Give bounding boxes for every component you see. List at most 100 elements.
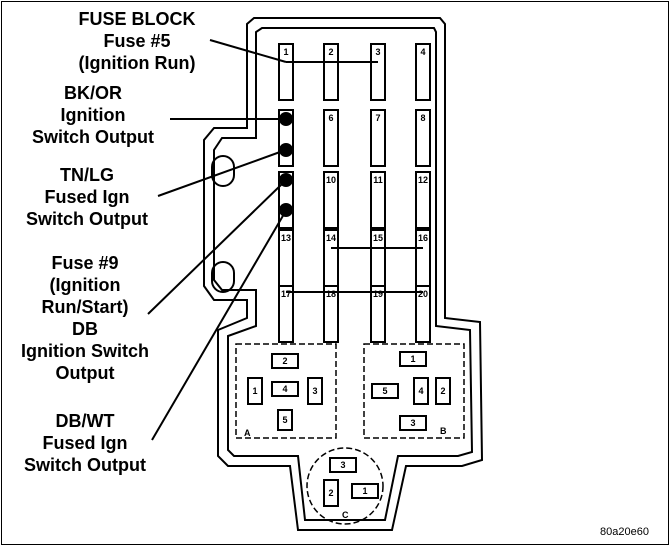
fuse-group: 1234567891011121314151617181920 — [278, 43, 431, 343]
fuse-body — [370, 171, 386, 229]
terminal-pad — [277, 409, 293, 431]
fuse-17: 17 — [278, 285, 294, 343]
fuse-11: 11 — [370, 171, 386, 229]
fuse-body — [278, 43, 294, 101]
fuse-number: 18 — [326, 289, 336, 299]
fuse-13: 13 — [278, 229, 294, 287]
fuse-body — [323, 285, 339, 343]
label-line: TN/LG — [60, 165, 114, 185]
fuse-number: 14 — [326, 233, 336, 243]
fuse-number: 17 — [281, 289, 291, 299]
label-line: Fused Ign — [42, 433, 128, 453]
fuse-number: 8 — [420, 113, 425, 123]
label-line: FUSE BLOCK — [78, 9, 196, 29]
terminal-bkor — [279, 112, 293, 126]
fuse-18: 18 — [323, 285, 339, 343]
terminal-pad — [371, 383, 399, 399]
fuse-2: 2 — [323, 43, 339, 101]
relay-c-letter: C — [342, 510, 349, 520]
fuse-14: 14 — [323, 229, 339, 287]
fuse-body — [323, 109, 339, 167]
fuse-20: 20 — [415, 285, 431, 343]
fuse-number: 16 — [418, 233, 428, 243]
fuse-number: 13 — [281, 233, 291, 243]
fuse-number: 12 — [418, 175, 428, 185]
terminal-number: 5 — [282, 415, 287, 425]
relay-terminal-3: 3 — [329, 457, 357, 473]
label-line: Ignition Switch — [21, 341, 149, 361]
label-line: Fuse #9 — [51, 253, 119, 273]
fuse-body — [370, 43, 386, 101]
fuse-number: 4 — [420, 47, 425, 57]
terminal-number: 3 — [410, 418, 415, 428]
fuse-number: 2 — [328, 47, 333, 57]
terminal-pad — [307, 377, 323, 405]
terminal-fuse9 — [279, 173, 293, 187]
fuse-number: 10 — [326, 175, 336, 185]
fuse-4: 4 — [415, 43, 431, 101]
fuse-1: 1 — [278, 43, 294, 101]
relay-b: 1 5 4 2 3B — [371, 351, 451, 436]
label-line: Switch Output — [24, 455, 146, 475]
terminal-number: 2 — [282, 356, 287, 366]
terminal-number: 5 — [382, 386, 387, 396]
label-line: Fuse #5 — [103, 31, 171, 51]
terminal-pad — [323, 479, 339, 507]
fuse-body — [415, 285, 431, 343]
terminal-pad — [247, 377, 263, 405]
relay-terminal-3: 3 — [399, 415, 427, 431]
terminal-number: 1 — [410, 354, 415, 364]
fuse-19: 19 — [370, 285, 386, 343]
label-line: DB/WT — [55, 411, 115, 431]
fuse-3: 3 — [370, 43, 386, 101]
relay-terminal-2: 2 — [435, 377, 451, 405]
connector-dots — [279, 112, 293, 217]
fuse-number: 7 — [375, 113, 380, 123]
terminal-pad — [413, 377, 429, 405]
bkor-label: BK/OR Ignition Switch Output — [18, 82, 168, 148]
fuse9-label: Fuse #9 (Ignition Run/Start) DB Ignition… — [10, 252, 160, 384]
fuse-16: 16 — [415, 229, 431, 287]
terminal-number: 4 — [418, 386, 423, 396]
label-line: Output — [55, 363, 115, 383]
leader-fuse5 — [209, 39, 287, 63]
leader-lines — [147, 39, 287, 441]
relay-c-cavity — [306, 447, 384, 525]
terminal-number: 2 — [440, 386, 445, 396]
relay-a-letter: A — [244, 428, 251, 438]
fuse-block-title-label: FUSE BLOCK Fuse #5 (Ignition Run) — [62, 8, 212, 74]
fuse-number: 6 — [328, 113, 333, 123]
relay-terminal-5: 5 — [277, 409, 293, 431]
relay-terminal-1: 1 — [247, 377, 263, 405]
terminal-dbwt — [279, 203, 293, 217]
fuse-body — [278, 285, 294, 343]
label-line: (Ignition — [49, 275, 121, 295]
fuse-number: 20 — [418, 289, 428, 299]
relay-terminal-5: 5 — [371, 383, 399, 399]
relay-terminal-3: 3 — [307, 377, 323, 405]
terminal-tnlg — [279, 143, 293, 157]
mount-slot-upper — [211, 155, 235, 187]
terminal-pad — [329, 457, 357, 473]
fuse-body — [415, 109, 431, 167]
relay-b-letter: B — [440, 426, 447, 436]
fuse-body — [323, 171, 339, 229]
terminal-number: 3 — [312, 386, 317, 396]
dbwt-label: DB/WT Fused Ign Switch Output — [10, 410, 160, 476]
label-line: DB — [72, 319, 98, 339]
terminal-number: 3 — [340, 460, 345, 470]
fuse-body — [370, 109, 386, 167]
relay-terminal-2: 2 — [323, 479, 339, 507]
housing-outline — [203, 17, 484, 531]
fuse-number: 19 — [373, 289, 383, 299]
relay-b-cavity — [363, 343, 465, 439]
leader-fuse9 — [147, 183, 283, 315]
label-line: BK/OR — [64, 83, 122, 103]
fuse-15: 15 — [370, 229, 386, 287]
